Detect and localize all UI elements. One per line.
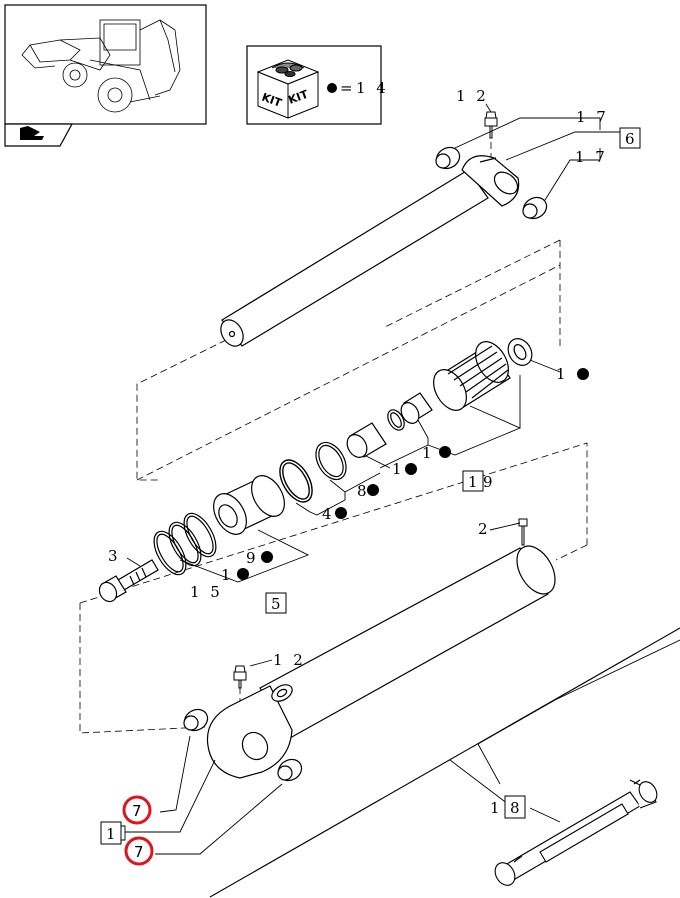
box-19 [462, 470, 484, 492]
backup-ring[interactable] [310, 437, 353, 485]
box-8 [504, 795, 526, 819]
cylinder-barrel[interactable] [206, 539, 562, 779]
bushing-top-right[interactable] [520, 193, 551, 222]
guide-bush[interactable] [343, 422, 387, 461]
label-6: 6 [625, 130, 635, 148]
leader-lines [125, 103, 680, 855]
box-5 [265, 592, 287, 614]
kit-dot-7 [237, 568, 249, 580]
label-17-a: 1 7 [576, 108, 609, 126]
callout-7-bottom[interactable]: 7 [124, 836, 154, 866]
kit-number: 1 4 [356, 79, 389, 97]
label-1-bush: 1 [392, 460, 405, 478]
label-19-suffix: 9 [483, 473, 496, 491]
navigation-arrow-tab[interactable] [4, 123, 74, 147]
label-4: 4 [322, 505, 335, 523]
piston-rod[interactable] [216, 155, 521, 350]
wiper-seal[interactable] [503, 334, 536, 369]
rod-seal[interactable] [398, 392, 433, 427]
machine-thumbnail[interactable] [4, 4, 207, 125]
label-17-b: 1 7 [575, 148, 608, 166]
kit-dot-4 [367, 484, 379, 496]
callout-7-top[interactable]: 7 [122, 795, 152, 825]
callout-7-top-label: 7 [132, 802, 142, 820]
label-18-boxed: 8 [510, 799, 520, 817]
label-8: 8 [357, 482, 370, 500]
label-19-boxed: 1 [468, 473, 478, 491]
grease-nipple-barrel[interactable] [233, 665, 247, 689]
label-1-seal: 1 [556, 365, 569, 383]
kit-dot-1 [577, 368, 589, 380]
complete-cylinder-inset[interactable] [209, 627, 680, 898]
dashed-guides [79, 142, 588, 734]
piston[interactable] [207, 470, 291, 540]
label-18-prefix: 1 [490, 799, 503, 817]
bleed-screw[interactable] [518, 518, 528, 546]
label-3: 3 [108, 547, 121, 565]
bushing-bottom-right[interactable] [275, 755, 306, 784]
box-6 [619, 127, 641, 149]
kit-dot-5 [335, 507, 347, 519]
label-9: 9 [246, 549, 259, 567]
label-2: 2 [478, 520, 491, 538]
grease-nipple-top[interactable] [484, 111, 498, 139]
box-1 [100, 821, 122, 845]
kit-dot-2 [439, 446, 451, 458]
kit-dot-6 [261, 551, 273, 563]
callout-7-bottom-label: 7 [134, 843, 144, 861]
o-ring-small[interactable] [384, 407, 407, 433]
kit-dot-3 [405, 463, 417, 475]
arrow-icon [20, 126, 44, 140]
backhoe-loader-icon [21, 19, 181, 113]
label-1-ring: 1 [422, 444, 435, 462]
bushing-top-left[interactable] [433, 143, 464, 172]
label-5: 5 [271, 595, 281, 613]
bushing-bottom-left[interactable] [181, 705, 212, 734]
o-ring-large[interactable] [273, 455, 319, 508]
label-12-bottom: 1 2 [273, 651, 306, 669]
kit-equals: = [340, 79, 353, 97]
label-15: 1 5 [190, 583, 223, 601]
piston-seal-rings[interactable] [148, 508, 223, 580]
cylinder-head-gland[interactable] [427, 336, 515, 416]
label-1-b: 1 [221, 566, 234, 584]
part-labels: 1 2 1 7 6 1 7 1 1 1 1 9 8 4 2 3 9 1 1 5 … [100, 87, 641, 845]
kit-dot-icon [327, 83, 337, 93]
kit-box-icon [256, 59, 320, 119]
piston-bolt[interactable] [96, 559, 159, 605]
kit-legend: KIT KIT = 1 4 [246, 45, 389, 125]
label-12-top: 1 2 [456, 87, 489, 105]
label-1-boxed: 1 [106, 825, 116, 843]
